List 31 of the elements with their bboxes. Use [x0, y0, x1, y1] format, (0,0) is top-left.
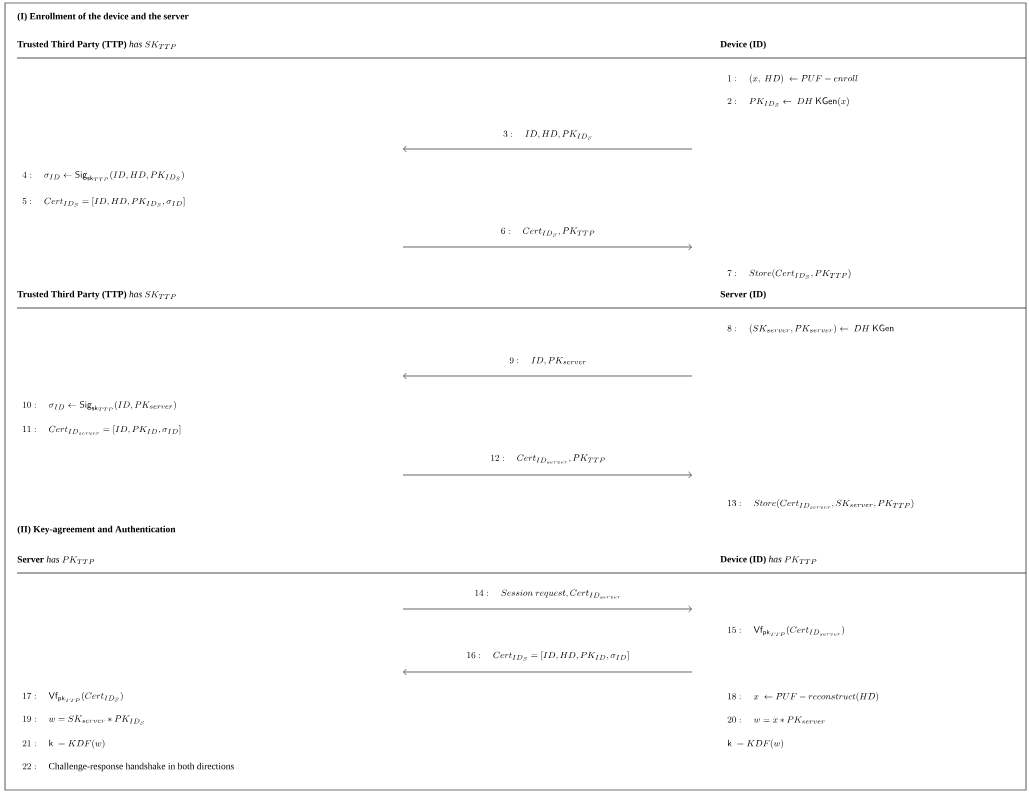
- message-label: $14:\quad Session\ request, Cert_{ID_{server}}$: [475, 589, 621, 599]
- message-label: $6:\quad Cert_{ID_S}, PK_{TTP}$: [501, 227, 595, 237]
- step-text: $10:\quad \sigma_{ID} \leftarrow \mathsf{Sig}_{\mathsf{sk}_{TTP}}(ID, PK_{server})$: [23, 400, 176, 412]
- message-label: $12:\quad Cert_{ID_{server}}, PK_{TTP}$: [491, 454, 605, 464]
- step-text: $1:\quad (x,\ HD)\ \leftarrow PUF-enroll$: [728, 74, 858, 84]
- step-text: $18:\quad x\ \leftarrow PUF-reconstruct(HD)$: [728, 692, 879, 702]
- step-text: $2:\quad PK_{ID_S} \leftarrow\ DH\ \mathsf{KGen}(x)$: [727, 97, 849, 107]
- party-heading: $\textbf{Device (ID)}\ \textit{has}\ PK_{TTP}$: [720, 555, 817, 565]
- party-heading: $\textbf{Trusted Third Party (TTP)}\ \textit{has}\ SK_{TTP}$: [17, 290, 176, 300]
- message-label: $16:\quad Cert_{ID_S} = [ID, HD, PK_{ID}, \sigma_{ID}]$: [467, 651, 629, 661]
- step-text: $4:\quad \sigma_{ID} \leftarrow \mathsf{Sig}_{\mathsf{sk}_{TTP}}(ID, HD, PK_{ID_S})$: [22, 170, 184, 182]
- step-text: $\mathsf{k}\ = KDF(w)$: [728, 739, 784, 749]
- party-heading: Server (ID): [720, 290, 766, 300]
- section-heading: (II) Key-agreement and Authentication: [17, 525, 176, 535]
- step-text: $17:\quad \mathsf{Vf}_{\mathsf{pk}_{TTP}}(Cert_{ID_S})$: [23, 692, 123, 702]
- step-text: $15:\quad \mathsf{Vf}_{\mathsf{pk}_{TTP}}(Cert_{ID_{server}})$: [728, 626, 845, 636]
- step-text: $11:\quad Cert_{ID_{server}} = [ID, PK_{ID}, \sigma_{ID}]$: [23, 425, 181, 435]
- step-text: $20:\quad w = x * PK_{server}$: [727, 716, 825, 724]
- party-heading: $\textbf{Server}\ \textit{has}\ PK_{TTP}$: [17, 555, 95, 565]
- section-heading: (I) Enrollment of the device and the server: [17, 12, 189, 22]
- party-heading: $\textbf{Trusted Third Party (TTP)}\ \textit{has}\ SK_{TTP}$: [17, 40, 176, 50]
- step-text: $21:\quad \mathsf{k}\ = KDF(w)$: [22, 739, 105, 749]
- step-text: $7:\quad Store(Cert_{ID_S}, PK_{TTP})$: [727, 269, 851, 279]
- step-text: $5:\quad Cert_{ID_S} = [ID, HD, PK_{ID_S}, \sigma_{ID}]$: [22, 197, 185, 207]
- step-text: $19:\quad w = SK_{server} * PK_{ID_S}$: [23, 715, 144, 725]
- step-text: $22:\quad \text{Challenge-response handshake in both directions}$: [22, 762, 234, 772]
- party-heading: Device (ID): [720, 40, 766, 50]
- step-text: $13:\quad Store(Cert_{ID_{server}}, SK_{server}, PK_{TTP})$: [728, 499, 914, 509]
- step-text: $8:\quad (SK_{server}, PK_{server}) \leftarrow\ DH\ \mathsf{KGen}$: [727, 324, 894, 334]
- message-label: $9:\quad ID, PK_{server}$: [509, 357, 586, 365]
- message-label: $3:\quad ID, HD, PK_{ID_S}$: [503, 130, 592, 140]
